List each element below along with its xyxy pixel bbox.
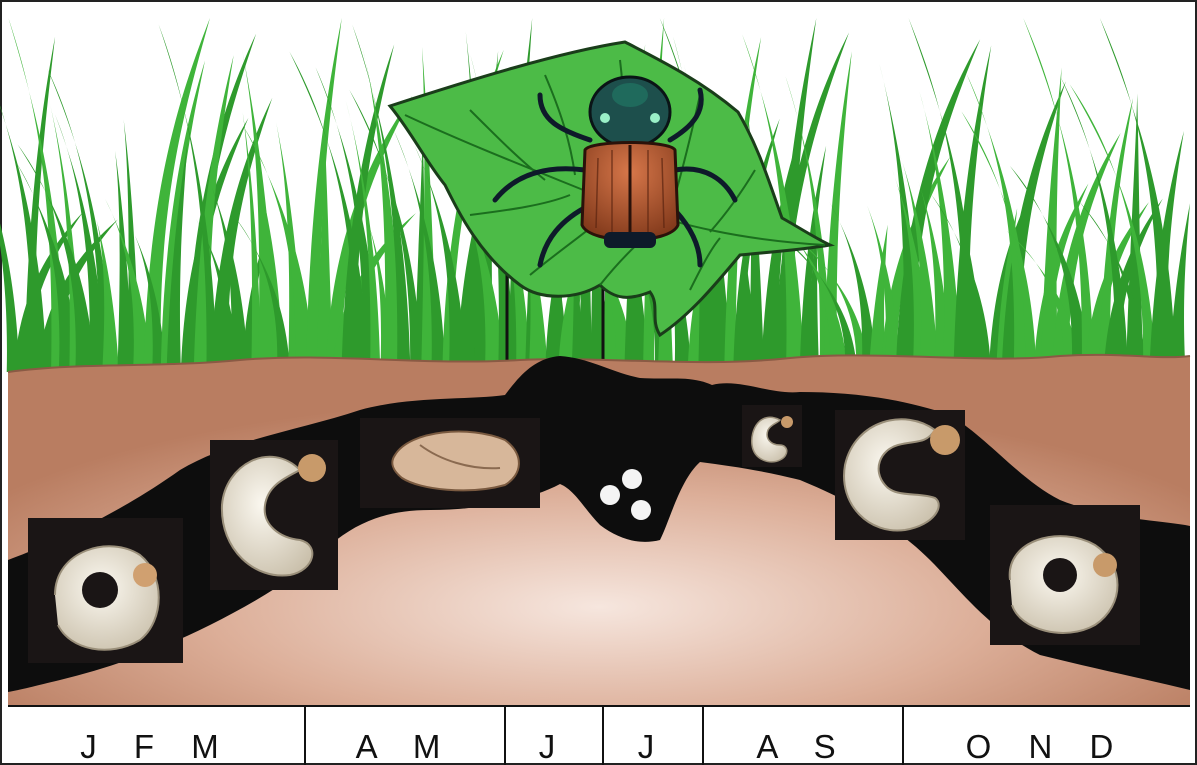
- month-label-july: J: [603, 728, 703, 765]
- month-label-late-summer: A S: [703, 728, 903, 765]
- grub-first-instar-winter: [28, 518, 183, 663]
- month-label-winter: J F M: [8, 728, 305, 765]
- grub-growing: [835, 410, 965, 540]
- grub-young: [742, 405, 802, 467]
- grub-second-stage: [210, 440, 338, 590]
- grub-icon: [1010, 536, 1118, 633]
- pupa-stage: [360, 418, 540, 508]
- month-label-spring: A M: [305, 728, 505, 765]
- egg-icon: [631, 500, 651, 520]
- egg-icon: [600, 485, 620, 505]
- egg-icon: [622, 469, 642, 489]
- month-label-june: J: [505, 728, 603, 765]
- grub-icon: [55, 546, 159, 649]
- grub-fall-mature: [990, 505, 1140, 645]
- pupa-icon: [392, 432, 519, 491]
- month-label-fall: O N D: [903, 728, 1190, 765]
